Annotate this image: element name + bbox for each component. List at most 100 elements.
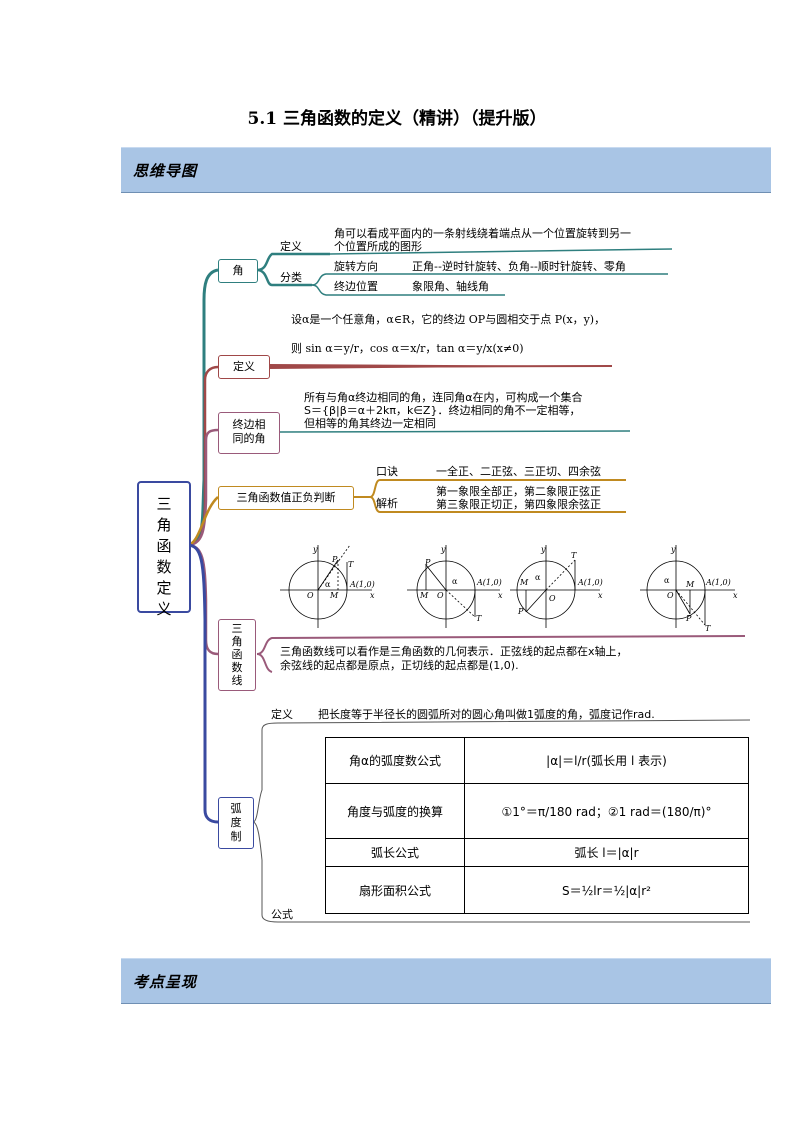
rotation-text: 正角--逆时针旋转、负角--顺时针旋转、零角: [412, 260, 626, 273]
angle-def-text: 个位置所成的图形: [334, 240, 422, 253]
node-label: 制: [230, 830, 242, 843]
axis-label: y: [313, 545, 318, 554]
node-label: 数: [231, 661, 243, 674]
radian-def-label: 定义: [271, 708, 293, 721]
point-label: T: [705, 624, 711, 633]
signs-mnemonic: 一全正、二正弦、三正切、四余弦: [436, 465, 601, 478]
point-label: O: [307, 591, 314, 600]
node-label: 度: [230, 816, 242, 829]
node-coterminal: 终边相 同的角: [218, 412, 280, 454]
angle-label: α: [325, 580, 331, 589]
angle-def-label: 定义: [280, 240, 302, 253]
axis-label: y: [541, 545, 546, 554]
coterminal-line: S＝{β|β＝α＋2kπ，k∈Z}．终边相同的角不一定相等，: [304, 404, 581, 417]
point-label: M: [686, 580, 695, 589]
point-label: P: [332, 555, 338, 564]
point-label: O: [667, 591, 674, 600]
table-cell: S＝½lr＝½|α|r²: [464, 866, 749, 914]
root-char: 三: [156, 495, 172, 513]
point-label: O: [549, 594, 556, 603]
unit-circle-diagram-1: [280, 544, 372, 628]
trig-lines-text: 余弦线的起点都是原点，正切线的起点都是(1,0).: [280, 659, 519, 672]
unit-circle-diagram-2: [407, 545, 500, 628]
axis-label: y: [441, 545, 446, 554]
point-label: T: [476, 614, 482, 623]
root-char: 定: [156, 579, 172, 597]
section-banner-mindmap: 思维导图: [121, 147, 771, 193]
node-label: 弧: [230, 802, 242, 815]
angle-class-label: 分类: [280, 271, 302, 284]
signs-analysis-label: 解析: [376, 497, 398, 510]
signs-mnemonic-label: 口诀: [376, 465, 398, 478]
node-radian: 弧 度 制: [218, 797, 254, 849]
table-cell: 弧长 l＝|α|r: [464, 838, 749, 867]
point-label: A(1,0): [706, 578, 731, 587]
coterminal-line: 所有与角α终边相同的角，连同角α在内，可构成一个集合: [304, 391, 583, 404]
point-label: T: [571, 551, 577, 560]
node-label: 终边相: [232, 418, 266, 431]
terminal-label: 终边位置: [334, 280, 378, 293]
angle-label: α: [664, 576, 670, 585]
point-label: M: [520, 578, 529, 587]
section-banner-examples: 考点呈现: [121, 958, 771, 1004]
radian-formula-table: 角α的弧度数公式 |α|＝l/r(弧长用 l 表示) 角度与弧度的换算 ①1°＝…: [325, 737, 749, 914]
node-trig-lines: 三 角 函 数 线: [218, 619, 256, 691]
axis-label: x: [498, 591, 503, 600]
page-title: 5.1 三角函数的定义（精讲）（提升版）: [247, 109, 547, 129]
point-label: T: [348, 560, 354, 569]
table-row: 角α的弧度数公式 |α|＝l/r(弧长用 l 表示): [325, 737, 749, 784]
table-cell: 扇形面积公式: [325, 866, 465, 914]
point-label: A(1,0): [578, 578, 603, 587]
signs-analysis: 第一象限全部正，第二象限正弦正: [436, 485, 601, 498]
node-label: 同的角: [232, 432, 266, 445]
table-cell: |α|＝l/r(弧长用 l 表示): [464, 737, 749, 784]
node-signs: 三角函数值正负判断: [218, 486, 354, 510]
trig-lines-text: 三角函数线可以看作是三角函数的几何表示．正弦线的起点都在x轴上，: [280, 645, 628, 658]
table-cell: 角α的弧度数公式: [325, 737, 465, 784]
angle-def-text: 角可以看成平面内的一条射线绕着端点从一个位置旋转到另一: [334, 227, 631, 240]
terminal-text: 象限角、轴线角: [412, 280, 489, 293]
point-label: P: [518, 607, 524, 616]
axis-label: x: [370, 591, 375, 600]
axis-label: y: [671, 545, 676, 554]
table-cell: 弧长公式: [325, 838, 465, 867]
node-label: 三: [231, 622, 243, 635]
definition-formula: 则 sin α＝y/r，cos α＝x/r，tan α＝y/x(x≠0): [291, 342, 524, 355]
node-definition: 定义: [218, 355, 270, 379]
unit-circle-diagram-3: [510, 545, 600, 628]
definition-line: 设α是一个任意角，α∈R，它的终边 OP与圆相交于点 P(x，y)，: [291, 313, 606, 326]
point-label: A(1,0): [350, 580, 375, 589]
node-label: 线: [231, 674, 243, 687]
node-label: 角: [231, 635, 243, 648]
point-label: A(1,0): [477, 578, 502, 587]
point-label: P: [425, 558, 431, 567]
unit-circle-diagram-4: [640, 545, 735, 628]
node-label: 函: [231, 648, 243, 661]
banner-title: 考点呈现: [133, 973, 198, 991]
point-label: O: [437, 591, 444, 600]
axis-label: x: [733, 591, 738, 600]
rotation-label: 旋转方向: [334, 260, 378, 273]
signs-analysis: 第三象限正切正，第四象限余弦正: [436, 498, 601, 511]
point-label: M: [330, 591, 339, 600]
root-node: 三 角 函 数 定 义: [137, 481, 191, 618]
table-cell: ①1°＝π/180 rad；②1 rad＝(180/π)°: [464, 783, 749, 839]
banner-title: 思维导图: [133, 162, 198, 180]
point-label: P: [686, 614, 692, 623]
angle-label: α: [535, 573, 541, 582]
coterminal-line: 但相等的角其终边一定相同: [304, 417, 436, 430]
table-cell: 角度与弧度的换算: [325, 783, 465, 839]
angle-label: α: [452, 577, 458, 586]
point-label: M: [420, 591, 429, 600]
table-row: 角度与弧度的换算 ①1°＝π/180 rad；②1 rad＝(180/π)°: [325, 783, 749, 839]
table-row: 弧长公式 弧长 l＝|α|r: [325, 838, 749, 867]
radian-def-text: 把长度等于半径长的圆弧所对的圆心角叫做1弧度的角，弧度记作rad.: [318, 708, 655, 721]
table-row: 扇形面积公式 S＝½lr＝½|α|r²: [325, 866, 749, 914]
radian-formula-label: 公式: [271, 908, 293, 921]
root-char: 义: [156, 600, 172, 618]
root-char: 角: [156, 516, 172, 534]
root-char: 数: [156, 558, 172, 576]
root-char: 函: [156, 537, 172, 555]
node-angle: 角: [218, 259, 258, 283]
